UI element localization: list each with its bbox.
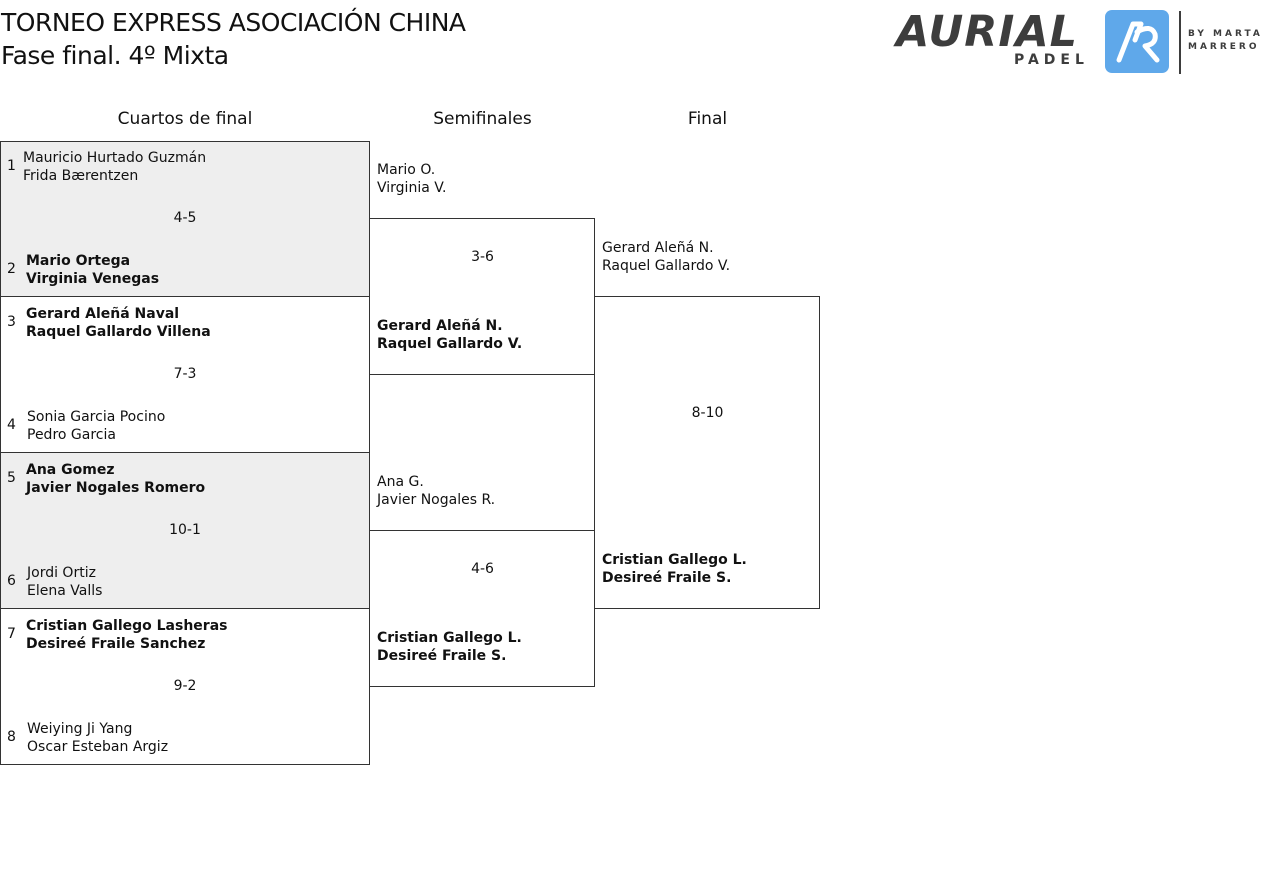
logo-byline: BY MARTA MARRERO [1188, 29, 1263, 52]
final-match [594, 296, 820, 609]
match-score: 4-6 [471, 561, 494, 577]
player-name-winner: Ana Gomez [26, 462, 115, 478]
column-header-final: Final [687, 109, 728, 129]
seed-number: 3 [7, 314, 16, 330]
seed-number: 2 [7, 261, 16, 277]
seed-number: 1 [7, 158, 16, 174]
player-name: Ana G. [377, 474, 424, 490]
player-name-winner: Desireé Fraile S. [602, 570, 732, 586]
player-name-winner: Cristian Gallego Lasheras [26, 618, 228, 634]
quarterfinal-match-3 [0, 452, 370, 609]
player-name: Weiying Ji Yang [27, 721, 133, 737]
player-name: Frida Bærentzen [23, 168, 139, 184]
player-name-winner: Desireé Fraile S. [377, 648, 507, 664]
logo-subtext: PADEL [1014, 52, 1089, 68]
logo-divider [1179, 11, 1181, 74]
player-name-winner: Gerard Aleñá N. [377, 318, 503, 334]
seed-number: 5 [7, 470, 16, 486]
player-name-winner: Desireé Fraile Sanchez [26, 636, 206, 652]
logo-ar-icon [1105, 10, 1169, 73]
player-name: Pedro Garcia [27, 427, 116, 443]
column-header-quarterfinals: Cuartos de final [117, 109, 253, 129]
player-name: Elena Valls [27, 583, 103, 599]
player-name: Gerard Aleñá N. [602, 240, 714, 256]
column-header-semifinals: Semifinales [433, 109, 532, 129]
match-score: 4-5 [173, 210, 197, 226]
seed-number: 7 [7, 626, 16, 642]
player-name-winner: Virginia Venegas [26, 271, 160, 287]
quarterfinal-match-1 [0, 141, 370, 297]
player-name: Mauricio Hurtado Guzmán [23, 150, 207, 166]
player-name-winner: Cristian Gallego L. [377, 630, 522, 646]
player-name-winner: Raquel Gallardo V. [377, 336, 523, 352]
match-score: 3-6 [471, 249, 494, 265]
player-name: Sonia Garcia Pocino [27, 409, 166, 425]
player-name: Oscar Esteban Argiz [27, 739, 169, 755]
match-score: 10-1 [169, 522, 201, 538]
player-name: Jordi Ortiz [27, 565, 96, 581]
player-name-winner: Raquel Gallardo Villena [26, 324, 211, 340]
player-name-winner: Javier Nogales Romero [26, 480, 206, 496]
player-name: Raquel Gallardo V. [602, 258, 731, 274]
player-name-winner: Cristian Gallego L. [602, 552, 747, 568]
match-score: 8-10 [691, 405, 724, 421]
logo-wordmark: AURIAL [896, 7, 1079, 57]
aurial-padel-logo: AURIAL PADEL BY MARTA MARRERO [896, 8, 1272, 76]
player-name-winner: Mario Ortega [26, 253, 131, 269]
seed-number: 4 [7, 417, 16, 433]
player-name: Javier Nogales R. [377, 492, 496, 508]
player-name: Virginia V. [377, 180, 447, 196]
seed-number: 8 [7, 729, 16, 745]
match-score: 9-2 [173, 678, 197, 694]
match-score: 7-3 [173, 366, 197, 382]
player-name: Mario O. [377, 162, 436, 178]
page-title: TORNEO EXPRESS ASOCIACIÓN CHINA [1, 8, 466, 37]
page-subtitle: Fase final. 4º Mixta [1, 41, 229, 70]
seed-number: 6 [7, 573, 16, 589]
player-name-winner: Gerard Aleñá Naval [26, 306, 180, 322]
